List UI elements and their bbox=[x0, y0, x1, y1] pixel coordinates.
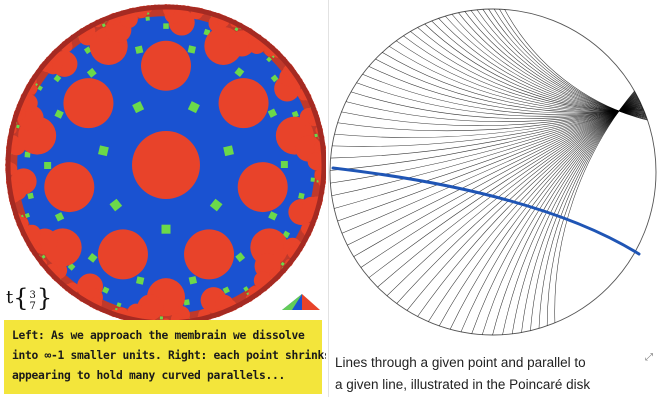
parallel-line bbox=[481, 94, 637, 335]
green-square bbox=[109, 198, 123, 212]
green-square bbox=[314, 133, 318, 138]
green-square bbox=[222, 286, 230, 294]
green-square bbox=[145, 16, 150, 21]
green-square bbox=[83, 46, 92, 55]
red-polygon bbox=[132, 131, 200, 199]
green-square bbox=[54, 212, 65, 222]
green-square bbox=[270, 74, 279, 83]
green-square bbox=[27, 192, 34, 200]
triangle-icon bbox=[282, 294, 320, 310]
parallel-line bbox=[428, 96, 638, 322]
parallel-line bbox=[406, 97, 639, 311]
given-line bbox=[331, 166, 641, 256]
parallel-line bbox=[396, 98, 639, 304]
green-square bbox=[188, 276, 198, 285]
green-square bbox=[163, 23, 169, 29]
green-square bbox=[268, 211, 278, 221]
red-polygon bbox=[237, 162, 288, 213]
poincare-figure: Lines through a given point and parallel… bbox=[328, 0, 660, 397]
green-square bbox=[44, 162, 52, 170]
disk-rim bbox=[5, 4, 326, 320]
green-square bbox=[161, 224, 171, 234]
green-square bbox=[101, 23, 106, 28]
green-square bbox=[234, 67, 245, 78]
green-square bbox=[209, 198, 223, 212]
red-polygon bbox=[97, 229, 148, 280]
red-polygon bbox=[170, 313, 183, 320]
parallel-line bbox=[356, 82, 643, 117]
green-square bbox=[134, 45, 144, 54]
red-polygon bbox=[218, 78, 269, 129]
parallel-line bbox=[417, 97, 639, 317]
green-square bbox=[102, 286, 110, 294]
green-square bbox=[87, 252, 98, 263]
caption-line: Left: As we approach the membrain we dis… bbox=[12, 329, 305, 342]
red-polygon bbox=[162, 318, 170, 320]
green-square bbox=[187, 101, 200, 114]
caption-line: into ∞-1 smaller units. Right: each poin… bbox=[12, 349, 326, 362]
parallel-line bbox=[504, 9, 648, 121]
green-square bbox=[16, 124, 20, 129]
green-square bbox=[54, 109, 64, 119]
green-square bbox=[24, 212, 30, 218]
green-square bbox=[41, 254, 46, 259]
green-square bbox=[223, 145, 234, 157]
red-polygon bbox=[63, 78, 114, 129]
hyperbolic-tiling bbox=[5, 4, 326, 320]
green-square bbox=[183, 299, 190, 306]
green-square bbox=[291, 110, 299, 118]
green-square bbox=[98, 145, 109, 157]
green-square bbox=[116, 302, 122, 308]
tiling-caption: Left: As we approach the membrain we dis… bbox=[4, 320, 326, 394]
red-polygon bbox=[141, 40, 191, 91]
green-square bbox=[298, 192, 305, 200]
caption-line: appearing to hold many curved parallels.… bbox=[12, 369, 286, 382]
green-square bbox=[132, 101, 145, 114]
green-square bbox=[310, 177, 315, 182]
green-square bbox=[135, 276, 145, 285]
parallel-line bbox=[347, 100, 640, 246]
poincare-disk bbox=[329, 8, 657, 336]
parallel-line bbox=[386, 98, 639, 296]
green-square bbox=[159, 316, 163, 320]
green-square bbox=[24, 151, 31, 158]
caption-line: a given line, illustrated in the Poincar… bbox=[335, 377, 591, 392]
green-square bbox=[37, 85, 43, 91]
green-square bbox=[280, 160, 288, 168]
green-square bbox=[280, 261, 285, 267]
green-square bbox=[235, 252, 246, 263]
green-square bbox=[53, 74, 62, 83]
poincare-caption: Lines through a given point and parallel… bbox=[335, 352, 635, 396]
parallel-line bbox=[438, 96, 638, 327]
green-square bbox=[234, 27, 239, 32]
parallel-line bbox=[471, 95, 637, 334]
green-square bbox=[266, 56, 272, 63]
green-square bbox=[267, 108, 278, 118]
parallel-line bbox=[460, 95, 638, 332]
red-polygon bbox=[184, 229, 235, 280]
parallel-line bbox=[492, 94, 637, 336]
green-square bbox=[86, 67, 97, 78]
green-square bbox=[187, 45, 197, 54]
caption-line: Lines through a given point and parallel… bbox=[335, 355, 586, 370]
expand-icon[interactable]: ⤢ bbox=[645, 352, 653, 363]
red-polygon bbox=[44, 162, 95, 213]
parallel-line bbox=[341, 101, 640, 234]
green-square bbox=[243, 286, 249, 292]
